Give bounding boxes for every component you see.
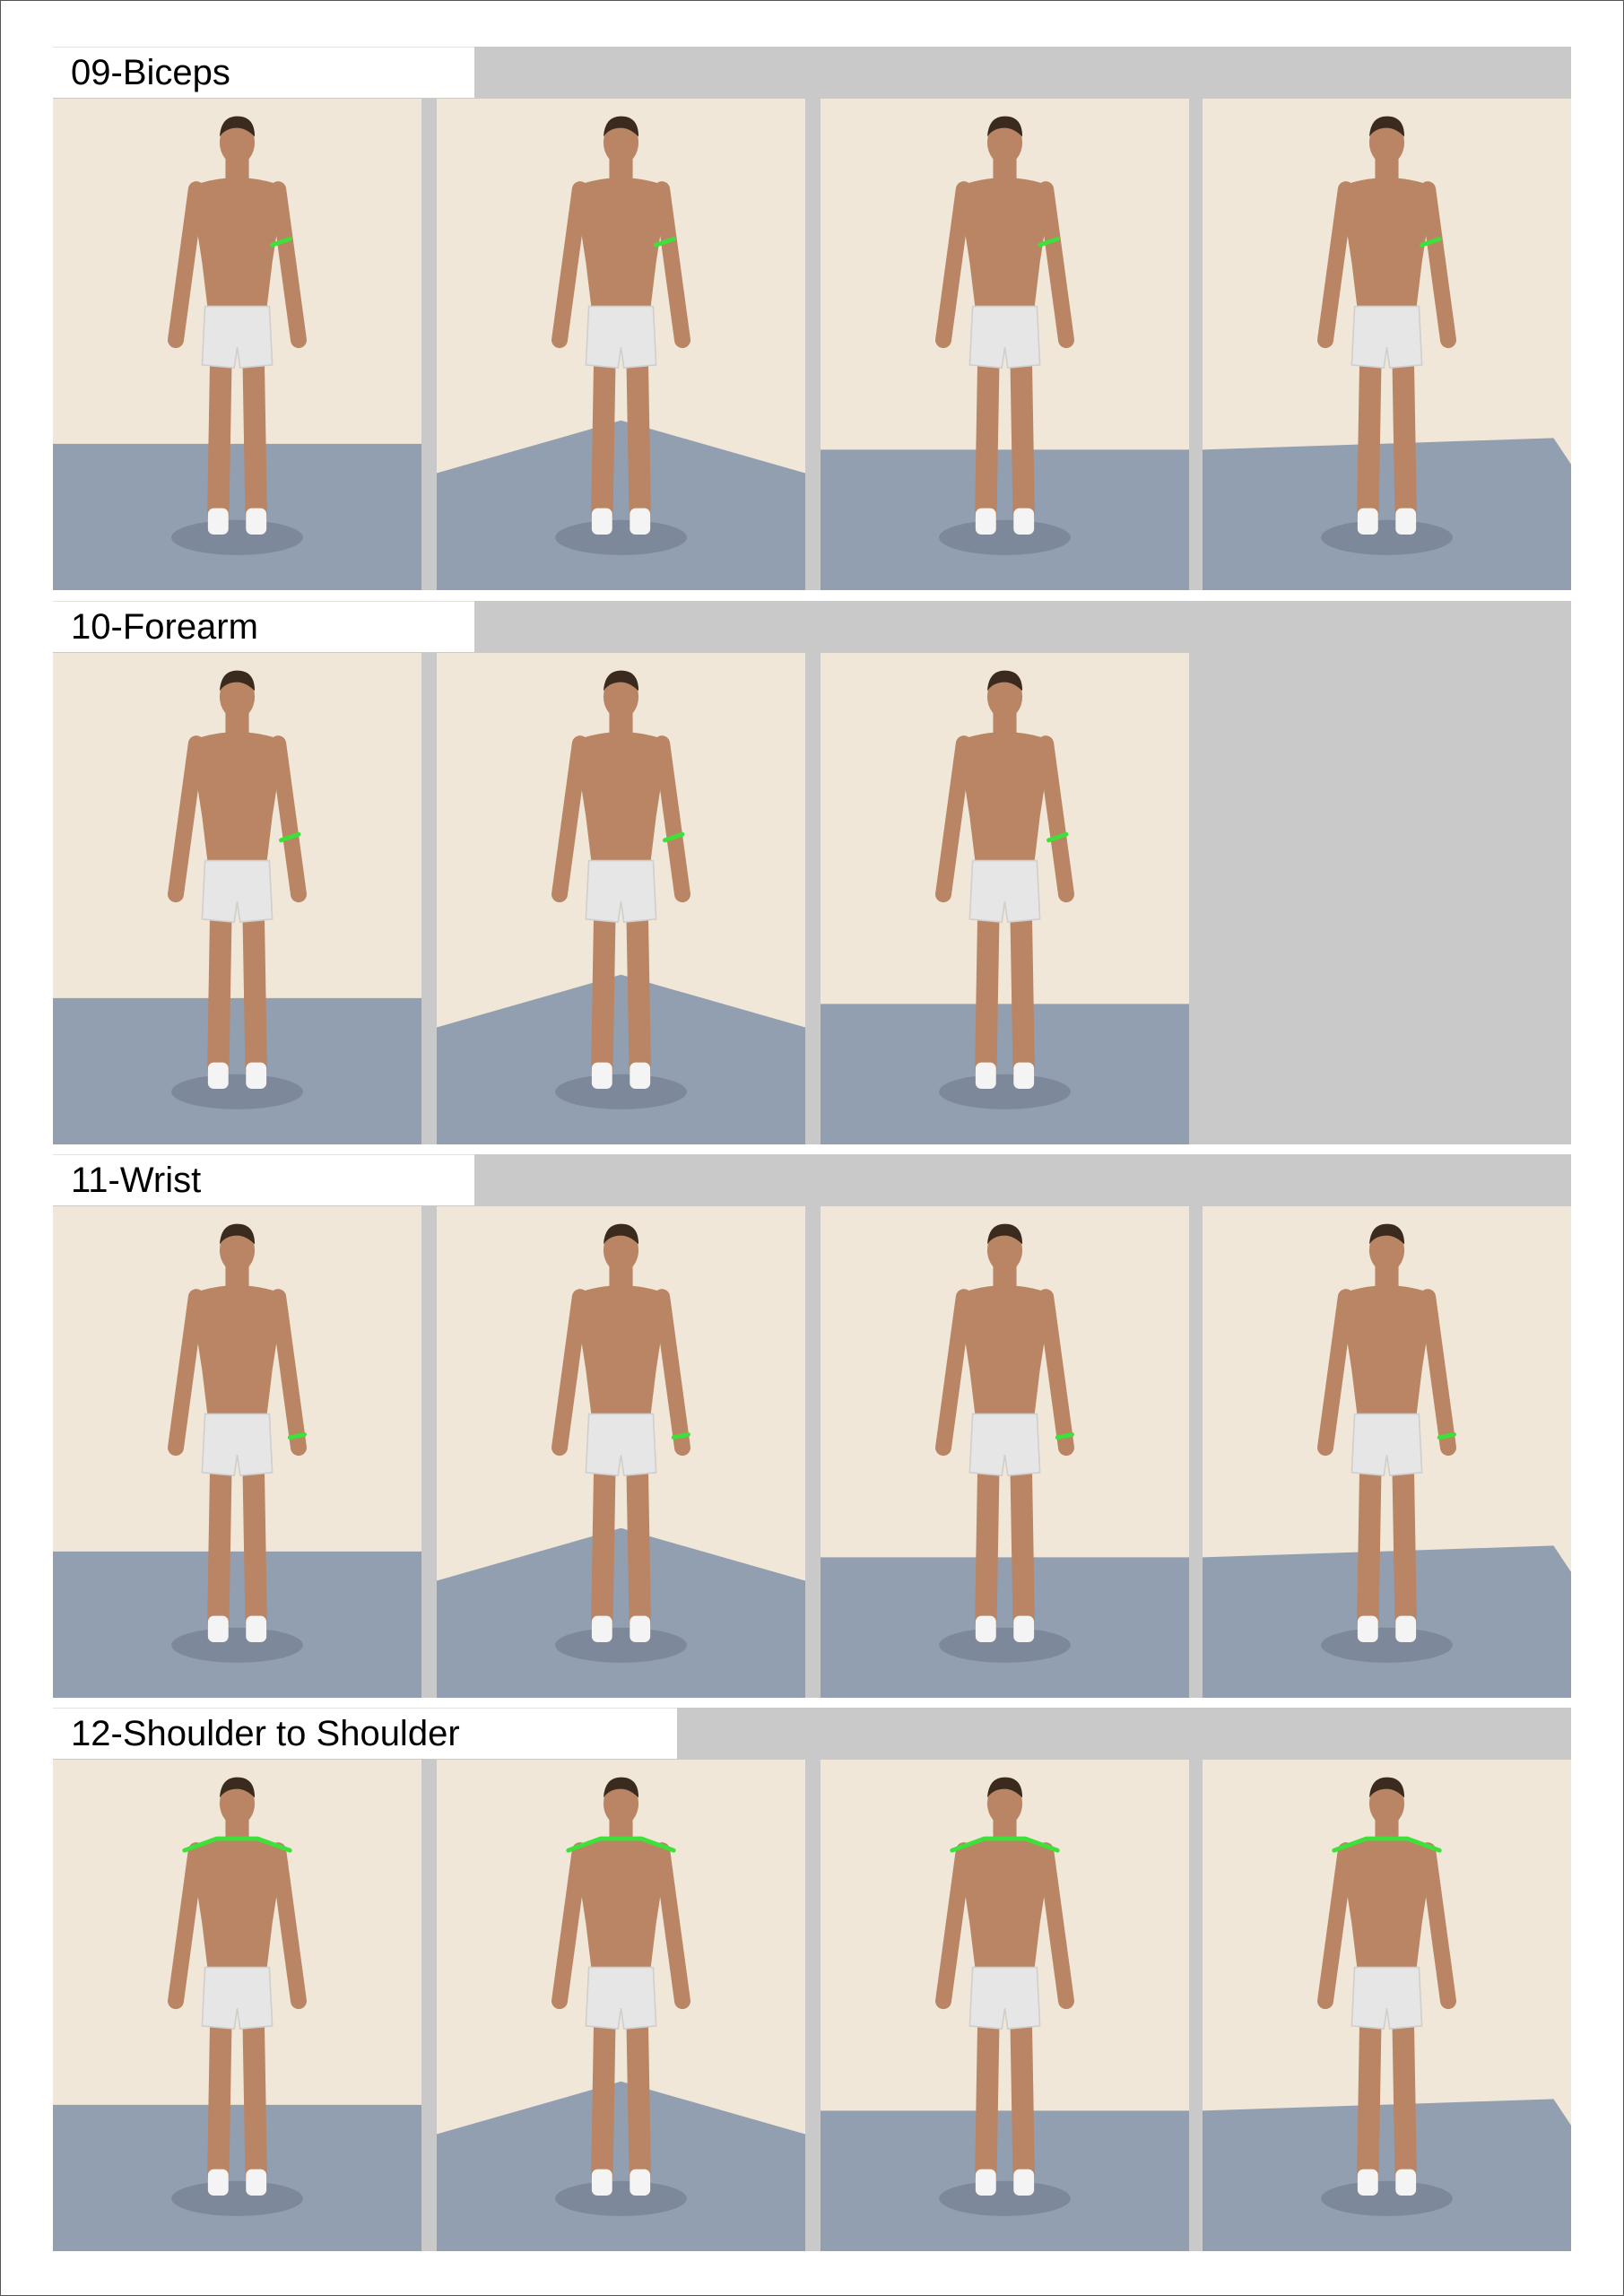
- render-view-2: [437, 670, 805, 1144]
- floor: [437, 420, 805, 590]
- human-figure: [551, 116, 690, 535]
- floor: [53, 2104, 421, 2251]
- measurement-line: [182, 1836, 292, 1853]
- view-tile: [1203, 1206, 1571, 1698]
- view-tile: [53, 99, 421, 590]
- measurement-line: [654, 237, 676, 248]
- view-tile: [437, 1206, 805, 1698]
- view-tile: [437, 99, 805, 590]
- floor: [53, 443, 421, 590]
- shadow: [171, 1074, 303, 1109]
- view-tile: [53, 1206, 421, 1698]
- measurement-section-forearm: 10-Forearm: [53, 601, 1571, 1144]
- render-view-3: [821, 1223, 1189, 1698]
- measurement-line: [287, 1431, 307, 1440]
- measurement-line: [950, 1836, 1060, 1853]
- view-tile: [53, 653, 421, 1144]
- measurement-section-wrist: 11-Wrist: [53, 1154, 1571, 1698]
- measurement-line: [1332, 1836, 1442, 1853]
- human-figure: [935, 670, 1074, 1090]
- shadow: [939, 1627, 1071, 1663]
- measurement-line: [278, 831, 301, 843]
- shadow: [1321, 519, 1453, 555]
- section-title: 10-Forearm: [53, 601, 474, 652]
- floor: [437, 1527, 805, 1698]
- floor: [53, 1551, 421, 1698]
- measurement-line: [566, 1836, 676, 1853]
- view-tile: [821, 653, 1189, 1144]
- render-view-1: [53, 670, 421, 1144]
- shadow: [171, 1627, 303, 1663]
- floor: [437, 974, 805, 1144]
- human-figure: [1317, 116, 1456, 535]
- render-view-2: [437, 116, 805, 590]
- render-view-3: [821, 1777, 1189, 2251]
- floor: [1203, 438, 1571, 590]
- human-figure: [168, 1223, 307, 1643]
- measurement-line: [270, 237, 292, 248]
- floor: [821, 2110, 1189, 2251]
- section-title: 12-Shoulder to Shoulder: [53, 1708, 677, 1759]
- floor: [1203, 1545, 1571, 1698]
- floor: [53, 997, 421, 1144]
- render-view-4: [1203, 1777, 1571, 2251]
- shadow: [171, 519, 303, 555]
- human-figure: [551, 670, 690, 1090]
- human-figure: [168, 116, 307, 535]
- view-tile: [437, 653, 805, 1144]
- shadow: [939, 2180, 1071, 2216]
- floor: [1203, 2099, 1571, 2251]
- measurement-line: [671, 1431, 690, 1440]
- view-tile: [1203, 1760, 1571, 2251]
- measurement-line: [1420, 237, 1442, 248]
- render-view-4: [1203, 1223, 1571, 1698]
- shadow: [555, 519, 687, 555]
- human-figure: [935, 116, 1074, 535]
- view-tile: [53, 1760, 421, 2251]
- render-view-2: [437, 1777, 805, 2251]
- render-view-2: [437, 1223, 805, 1698]
- measurement-section-shoulder: 12-Shoulder to Shoulder: [53, 1708, 1571, 2251]
- render-view-4: [1203, 116, 1571, 590]
- human-figure: [935, 1777, 1074, 2196]
- render-view-3: [821, 670, 1189, 1144]
- section-title: 11-Wrist: [53, 1154, 474, 1205]
- measurement-line: [1055, 1431, 1074, 1440]
- measurement-section-biceps: 09-Biceps: [53, 47, 1571, 590]
- measurement-line: [1437, 1431, 1456, 1440]
- human-figure: [551, 1777, 690, 2196]
- human-figure: [168, 670, 307, 1090]
- shadow: [939, 1074, 1071, 1109]
- human-figure: [1317, 1223, 1456, 1643]
- shadow: [555, 1074, 687, 1109]
- render-view-1: [53, 1777, 421, 2251]
- render-view-1: [53, 1223, 421, 1698]
- shadow: [171, 2180, 303, 2216]
- section-title: 09-Biceps: [53, 47, 474, 98]
- view-tile: [437, 1760, 805, 2251]
- shadow: [939, 519, 1071, 555]
- shadow: [1321, 1627, 1453, 1663]
- measurement-line: [1046, 831, 1069, 843]
- floor: [437, 2081, 805, 2251]
- human-figure: [551, 1223, 690, 1643]
- measurement-line: [662, 831, 685, 843]
- measurement-line: [1038, 237, 1060, 248]
- human-figure: [935, 1223, 1074, 1643]
- shadow: [1321, 2180, 1453, 2216]
- render-view-1: [53, 116, 421, 590]
- human-figure: [1317, 1777, 1456, 2196]
- shadow: [555, 2180, 687, 2216]
- view-tile: [821, 1760, 1189, 2251]
- shadow: [555, 1627, 687, 1663]
- render-view-3: [821, 116, 1189, 590]
- view-tile: [821, 99, 1189, 590]
- view-tile: [821, 1206, 1189, 1698]
- view-tile: [1203, 99, 1571, 590]
